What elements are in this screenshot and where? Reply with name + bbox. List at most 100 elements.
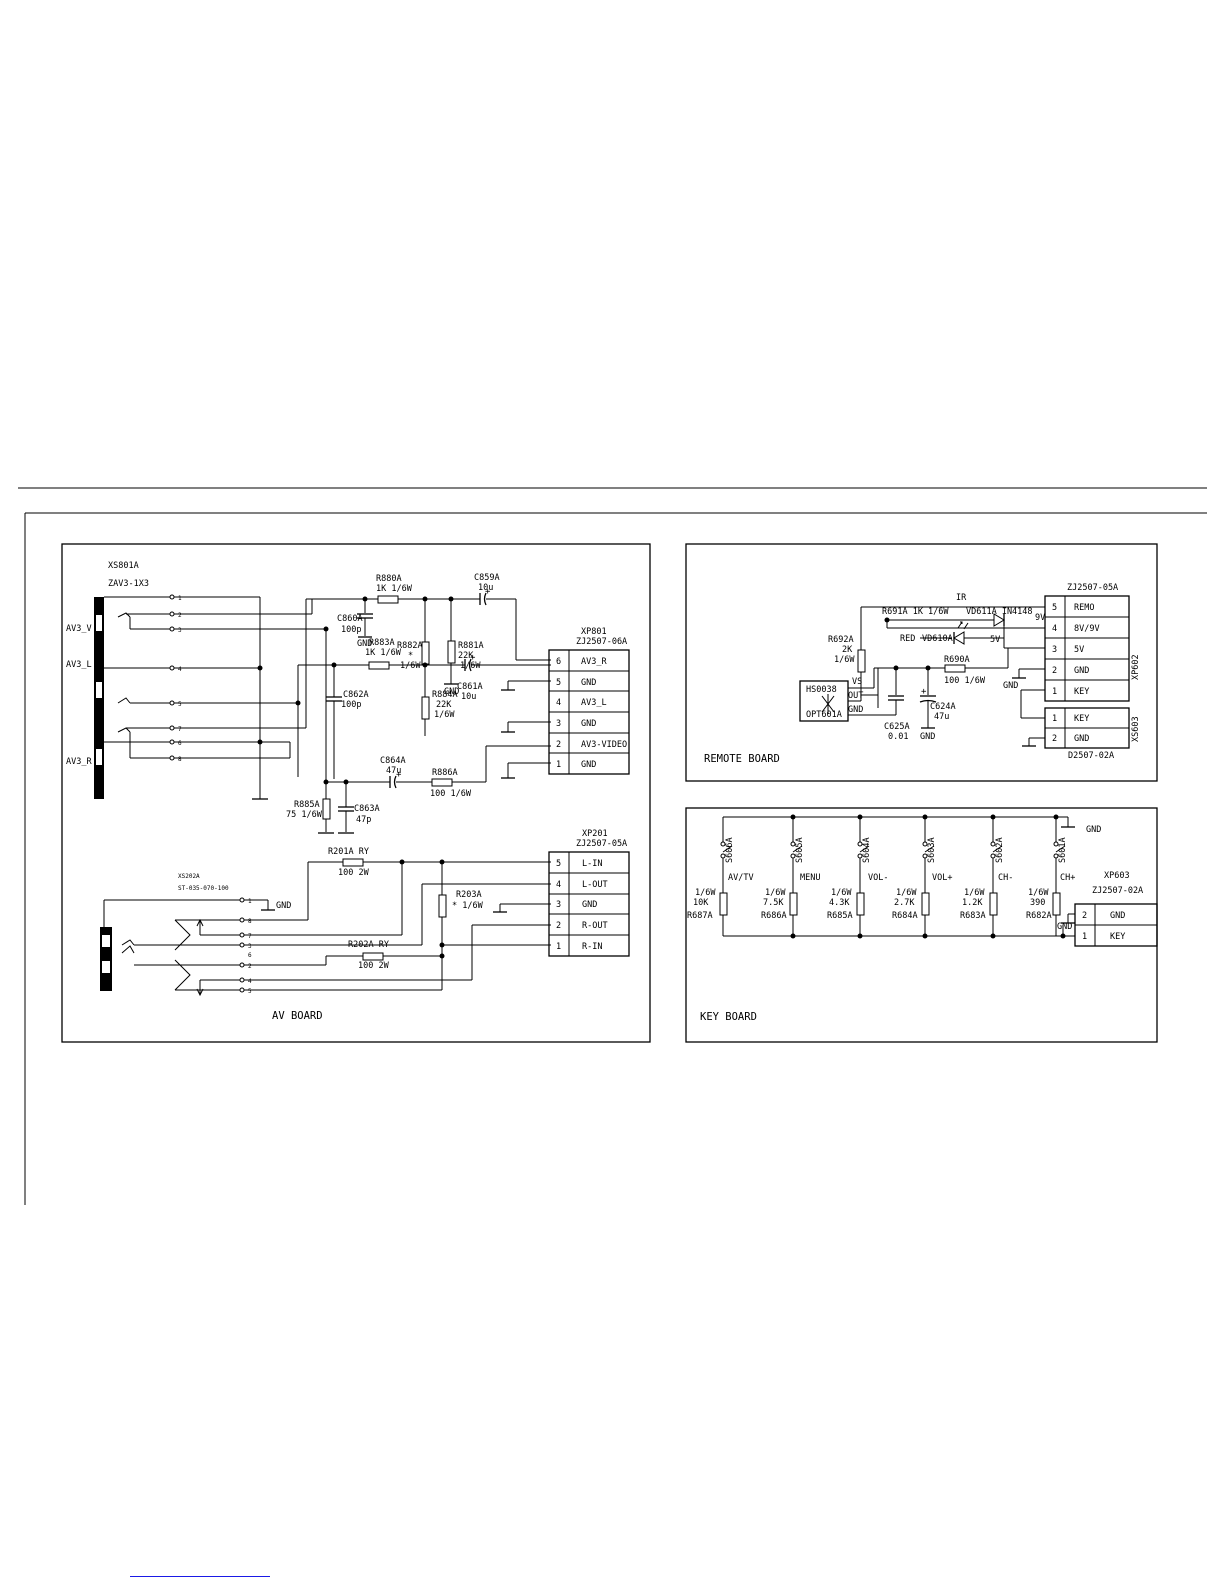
xp801-pin-name: AV3_R: [581, 657, 607, 667]
key-resistor-value: 7.5K: [763, 898, 784, 908]
c625a-ref: C625A: [884, 722, 910, 732]
key-board-title: KEY BOARD: [700, 1011, 757, 1023]
r881a-ref: R881A: [458, 641, 484, 651]
xs202a-ref: XS202A: [178, 873, 200, 880]
xp602-pin-name: 8V/9V: [1074, 624, 1100, 634]
r883a-resistor: [368, 661, 390, 670]
xp801-pins: 6 AV3_R 5 GND 4 AV3_L 3 GND 2 AV3-VIDEO …: [556, 657, 627, 770]
key-resistor-watt: 1/6W: [831, 888, 852, 898]
c624a-gnd: GND: [920, 732, 935, 742]
key-resistor-ref: R687A: [687, 911, 713, 921]
key-name: CH-: [998, 873, 1013, 883]
key-resistor-watt: 1/6W: [695, 888, 716, 898]
c862a-ref: C862A: [343, 690, 369, 700]
label-av3-r: AV3_R: [66, 757, 92, 767]
r881a-gnd: GND: [444, 687, 459, 697]
key-column-vol-plus: S603A VOL+ 1/6W 2.7K R684A: [892, 814, 952, 939]
xp801-pin-name: GND: [581, 760, 596, 770]
c864a-value: 47u: [386, 766, 401, 776]
key-resistor-ref: R686A: [761, 911, 787, 921]
xp603-pin-num: 1: [1082, 932, 1087, 942]
r884a-value2: 1/6W: [434, 710, 455, 720]
xp602-pin-name: KEY: [1074, 687, 1089, 697]
xp801-pin-name: AV3_L: [581, 698, 607, 708]
vd610a-led: [953, 631, 965, 645]
r202a-ref: R202A RY: [348, 940, 389, 950]
r203a-ref: R203A: [456, 890, 482, 900]
c864a-ref: C864A: [380, 756, 406, 766]
key-column-vol-minus: S604A VOL- 1/6W 4.3K R685A: [827, 814, 888, 939]
r692a-resistor: [857, 649, 866, 673]
xp201-ref: XP201: [582, 829, 608, 839]
r883a-ref: R883A: [369, 638, 395, 648]
xs202a-pin-8: 8: [248, 918, 252, 925]
xp201-pin-num: 4: [556, 880, 561, 890]
r692a-value2: 1/6W: [834, 655, 855, 665]
r885a-value: 75 1/6W: [286, 810, 323, 820]
r690a-value: 100 1/6W: [944, 676, 986, 686]
xp603-ref: XP603: [1104, 871, 1130, 881]
key-name: MENU: [800, 873, 820, 883]
xs603-pin-num: 2: [1052, 734, 1057, 744]
r690a-ref: R690A: [944, 655, 970, 665]
xp201-pin-name: L-IN: [582, 859, 602, 869]
remote-9v-label: 9V: [1035, 613, 1045, 623]
r880a-resistor: [377, 595, 399, 604]
c863a-ref: C863A: [354, 804, 380, 814]
xp603-pin-name: KEY: [1110, 932, 1125, 942]
xp201-pin-name: R-IN: [582, 942, 602, 952]
key-switch-ref: S603A: [927, 837, 937, 863]
xp201-pin-num: 3: [556, 900, 561, 910]
remote-ir-label: IR: [956, 593, 967, 603]
r203a-value: * 1/6W: [452, 901, 484, 911]
xs801a-pin-8: 8: [178, 756, 182, 763]
key-resistor-value: 390: [1030, 898, 1045, 908]
c859a-ref: C859A: [474, 573, 500, 583]
xp603-part: ZJ2507-02A: [1092, 886, 1143, 896]
r201a-value: 100 2W: [338, 868, 370, 878]
label-av3-l: AV3_L: [66, 660, 92, 670]
xs603-part: D2507-02A: [1068, 751, 1114, 761]
xp603-pin-num: 2: [1082, 911, 1087, 921]
r882a-ref: R882A: [397, 641, 423, 651]
key-resistor-ref: R683A: [960, 911, 986, 921]
key-resistor-watt: 1/6W: [1028, 888, 1049, 898]
xp201-pin-num: 2: [556, 921, 561, 931]
xs801a-pin-4: 4: [178, 666, 182, 673]
xp801-part: ZJ2507-06A: [576, 637, 627, 647]
key-resistor-ref: R685A: [827, 911, 853, 921]
ir-module-out: OUT: [848, 691, 863, 701]
xs202a-pin-5: 5: [248, 988, 252, 995]
remote-5v-label: 5V: [990, 635, 1000, 645]
xp602-ref: XP602: [1131, 654, 1141, 680]
key-name: CH+: [1060, 873, 1075, 883]
xp801-pin-num: 6: [556, 657, 561, 667]
xs801a-pin-3: 3: [178, 627, 182, 634]
xp201-pins: 5 L-IN 4 L-OUT 3 GND 2 R-OUT 1 R-IN: [556, 859, 608, 952]
xs801a-pin-6: 6: [178, 740, 182, 747]
xp201-pin-name: GND: [582, 900, 597, 910]
remote-zj-top: ZJ2507-05A: [1067, 583, 1118, 593]
xs202a-pin-circles: [239, 897, 245, 993]
label-av3-v: AV3_V: [66, 624, 92, 634]
xp801-pin-name: AV3-VIDEO: [581, 740, 627, 750]
r884a-value1: 22K: [436, 700, 452, 710]
r886a-resistor: [431, 778, 453, 787]
key-name: AV/TV: [728, 873, 754, 883]
footer-link-underline[interactable]: [130, 1576, 270, 1577]
xp801-pin-name: GND: [581, 678, 596, 688]
key-board: KEY BOARD GND S606A AV/TV 1/6W 10K R687A: [685, 807, 1158, 1043]
r202a-resistor: [362, 952, 384, 961]
c863a-value: 47p: [356, 815, 371, 825]
ir-module-vs: VS: [852, 677, 862, 687]
xp801-pin-num: 4: [556, 698, 561, 708]
xs603-pin-num: 1: [1052, 714, 1057, 724]
xs202a-pin-2: 2: [248, 963, 252, 970]
xs603-ref: XS603: [1131, 716, 1141, 742]
c861a-value: 10u: [461, 692, 476, 702]
c859a-value: 10u: [478, 583, 493, 593]
xp801-pin-num: 2: [556, 740, 561, 750]
r881a-value2: 1/6W: [460, 661, 481, 671]
xp602-pin-num: 1: [1052, 687, 1057, 697]
av-board: AV BOARD XS801A ZAV3-1X3 AV3_V AV3_L AV3…: [61, 543, 651, 1043]
